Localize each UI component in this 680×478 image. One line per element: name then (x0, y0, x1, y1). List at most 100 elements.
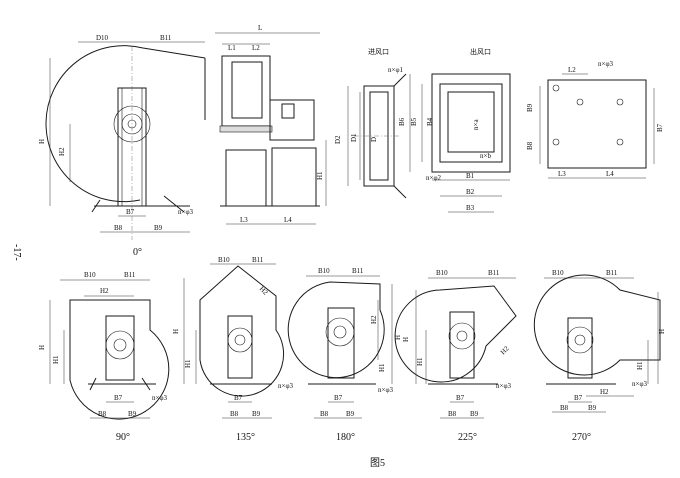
label-h: H (38, 345, 46, 350)
view-caption: 270° (572, 432, 591, 443)
label-b8: B8 (448, 410, 457, 418)
view-0-deg: D10 B11 H H2 B7 B8 B9 n×φ3 0° (38, 34, 206, 258)
label-b7: B7 (656, 123, 664, 132)
label-holes: n×φ3 (598, 60, 613, 68)
label-l3: L3 (558, 170, 566, 178)
page-marker: -17- (11, 244, 22, 261)
view-caption: 135° (236, 432, 255, 443)
label-b4: B4 (426, 117, 434, 126)
label-b7: B7 (334, 394, 343, 402)
view-caption: 0° (133, 247, 142, 258)
label-b8: B8 (114, 224, 123, 232)
label-l1: L1 (228, 44, 236, 52)
label-b11: B11 (352, 267, 364, 275)
label-l2: L2 (252, 44, 260, 52)
label-b9: B9 (470, 410, 479, 418)
label-h2: H2 (258, 285, 270, 297)
label-h1: H1 (184, 359, 192, 368)
label-h2: H2 (499, 344, 511, 356)
label-h: H (658, 329, 666, 334)
label-l3: L3 (240, 216, 248, 224)
view-base-plan: L2 n×φ3 B9 B8 B7 L3 L4 (526, 60, 664, 179)
label-h: H (394, 335, 402, 340)
label-b3: B3 (466, 204, 475, 212)
view-inlet-flange: 进风口 n×φ1 D2 D1 D (334, 48, 407, 199)
label-h2: H2 (370, 315, 378, 324)
label-b10: B10 (318, 267, 330, 275)
label-d10: D10 (96, 34, 109, 42)
label-d2: D2 (334, 135, 342, 144)
view-225-deg: B10 B11 H H1 H2 B7 B8 B9 n×φ3 225° (394, 269, 517, 443)
label-h: H (402, 337, 410, 342)
label-b8: B8 (526, 141, 534, 150)
label-b9: B9 (346, 410, 355, 418)
label-nxb: n×b (480, 152, 491, 160)
label-h2: H2 (58, 147, 66, 156)
label-h1: H1 (636, 361, 644, 370)
label-h1: H1 (416, 357, 424, 366)
label-b7: B7 (456, 394, 465, 402)
label-h: H (38, 139, 46, 144)
label-holes: n×φ3 (178, 208, 193, 216)
label-b8: B8 (320, 410, 329, 418)
label-l: L (258, 24, 262, 32)
label-b8: B8 (98, 410, 107, 418)
label-l2: L2 (568, 66, 576, 74)
label-b11: B11 (488, 269, 500, 277)
label-holes: n×φ2 (426, 174, 441, 182)
label-b7: B7 (114, 394, 123, 402)
label-b11: B11 (160, 34, 172, 42)
label-b5: B5 (410, 117, 418, 126)
label-b9: B9 (252, 410, 261, 418)
label-holes: n×φ1 (388, 66, 403, 74)
label-l4: L4 (284, 216, 292, 224)
label-h1: H1 (378, 363, 386, 372)
label-h1: H1 (316, 171, 324, 180)
outlet-title: 出风口 (470, 47, 491, 56)
label-h2: H2 (100, 287, 109, 295)
label-b7: B7 (126, 208, 135, 216)
figure-caption: 图5 (370, 457, 385, 469)
label-holes: n×φ3 (278, 382, 293, 390)
view-caption: 180° (336, 432, 355, 443)
label-holes: n×φ3 (152, 394, 167, 402)
label-holes: n×φ3 (378, 386, 393, 394)
label-nxa: n×a (472, 119, 480, 130)
label-b7: B7 (574, 394, 583, 402)
label-b11: B11 (252, 256, 264, 264)
label-b11: B11 (124, 271, 136, 279)
label-b10: B10 (84, 271, 96, 279)
label-b10: B10 (552, 269, 564, 277)
label-b9: B9 (588, 404, 597, 412)
label-b8: B8 (560, 404, 569, 412)
view-caption: 90° (116, 432, 130, 443)
view-caption: 225° (458, 432, 477, 443)
view-135-deg: B10 B11 H2 H H1 B7 B8 B9 n×φ3 135° (172, 256, 293, 443)
label-holes: n×φ3 (632, 380, 647, 388)
label-b9: B9 (128, 410, 137, 418)
label-b9: B9 (526, 103, 534, 112)
label-l4: L4 (606, 170, 614, 178)
label-b10: B10 (218, 256, 230, 264)
label-b10: B10 (436, 269, 448, 277)
label-b9: B9 (154, 224, 163, 232)
label-h: H (172, 329, 180, 334)
label-b1: B1 (466, 172, 475, 180)
view-90-deg: B10 B11 H2 H H1 B7 B8 B9 n×φ3 90° (38, 271, 170, 443)
view-outlet-flange: 出风口 B6 B5 B4 n×a n×b n×φ2 B1 B2 B3 (398, 47, 511, 213)
label-b8: B8 (230, 410, 239, 418)
label-d: D (370, 137, 378, 142)
label-b11: B11 (606, 269, 618, 277)
label-b2: B2 (466, 188, 475, 196)
view-180-deg: B10 B11 H2 H H1 B7 B8 B9 n×φ3 180° (287, 267, 402, 443)
label-b6: B6 (398, 117, 406, 126)
view-270-deg: B10 B11 H H1 B7 B8 B9 H2 n×φ3 270° (533, 269, 666, 443)
label-h1: H1 (52, 355, 60, 364)
view-side: L L1 L2 L3 L4 H1 (215, 24, 327, 225)
label-h2: H2 (600, 388, 609, 396)
label-b7: B7 (234, 394, 243, 402)
label-holes: n×φ3 (496, 382, 511, 390)
label-d1: D1 (350, 133, 358, 142)
